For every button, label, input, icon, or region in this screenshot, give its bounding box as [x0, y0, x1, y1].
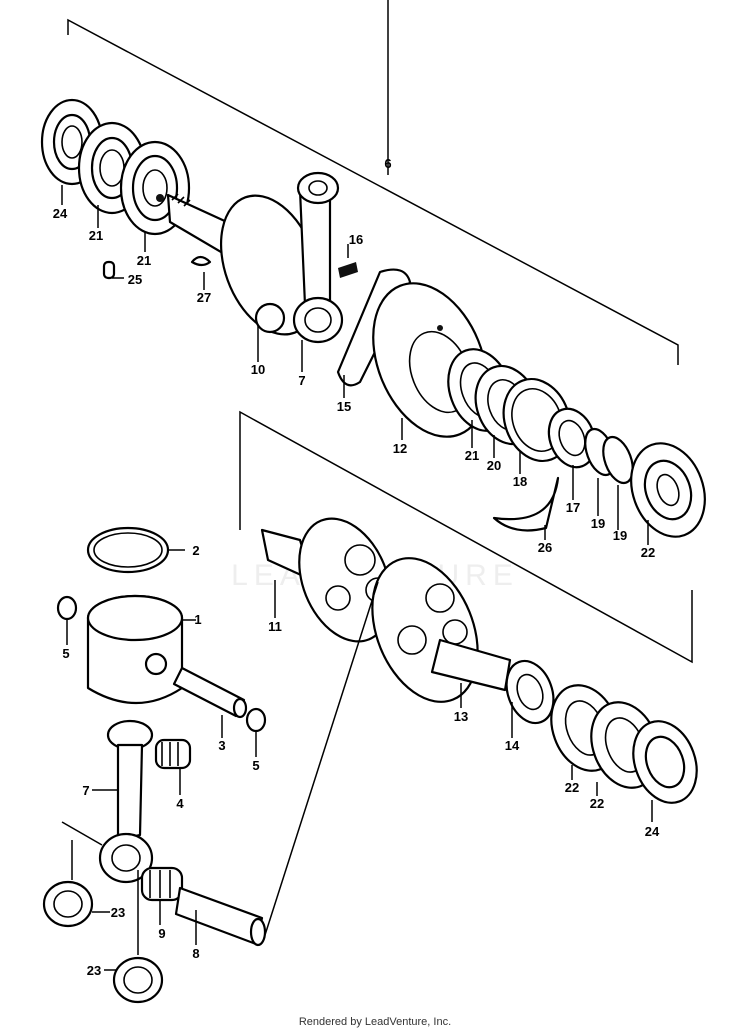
crank-wheel-13[interactable] [352, 542, 512, 717]
callout-labels: 24 21 21 25 27 10 7 16 15 6 12 21 20 18 … [53, 156, 660, 978]
washer-14[interactable] [498, 654, 561, 729]
callout-19-b[interactable]: 19 [613, 528, 627, 543]
callout-22-lower-b[interactable]: 22 [590, 796, 604, 811]
connecting-rod-7-lower[interactable] [98, 719, 154, 884]
pin-25[interactable] [102, 260, 116, 280]
half-ring-26[interactable] [492, 476, 560, 532]
callout-27[interactable]: 27 [197, 290, 211, 305]
callout-11[interactable]: 11 [268, 619, 282, 634]
piston-ring-2[interactable] [86, 526, 170, 574]
callout-4[interactable]: 4 [176, 796, 184, 811]
circlip-19-b[interactable] [598, 433, 639, 487]
bearing-22-upper[interactable] [619, 433, 718, 547]
callout-8[interactable]: 8 [192, 946, 199, 961]
crank-pin-8[interactable] [174, 886, 267, 947]
callout-15[interactable]: 15 [337, 399, 351, 414]
connecting-rod-7-upper[interactable] [292, 171, 344, 344]
callout-1[interactable]: 1 [194, 612, 201, 627]
callout-22-lower-a[interactable]: 22 [565, 780, 579, 795]
footer-credit: Rendered by LeadVenture, Inc. [298, 1016, 452, 1028]
callout-22-upper[interactable]: 22 [641, 545, 655, 560]
callout-21-b[interactable]: 21 [137, 253, 151, 268]
callout-24-upper[interactable]: 24 [53, 206, 68, 221]
crank-wheel-10[interactable] [203, 182, 337, 348]
callout-14[interactable]: 14 [505, 738, 520, 753]
circlip-5-left[interactable] [56, 595, 78, 621]
callout-23-lower[interactable]: 23 [87, 963, 101, 978]
callout-21-c[interactable]: 21 [465, 448, 479, 463]
callout-7-upper[interactable]: 7 [298, 373, 305, 388]
assembly-guide-lines [61, 581, 379, 955]
needle-bearing-4[interactable] [154, 738, 192, 770]
callout-18[interactable]: 18 [513, 474, 527, 489]
callout-25[interactable]: 25 [128, 272, 142, 287]
crank-shaft-11[interactable] [260, 505, 408, 655]
thrust-washer-23-upper[interactable] [42, 880, 94, 928]
callout-10[interactable]: 10 [251, 362, 265, 377]
piston-pin-3[interactable] [172, 666, 248, 719]
oil-seal-24-lower[interactable] [622, 712, 707, 811]
piston-1[interactable] [86, 594, 184, 704]
callout-7-lower[interactable]: 7 [82, 783, 89, 798]
callout-24-lower[interactable]: 24 [645, 824, 660, 839]
crank-pin-16[interactable] [338, 262, 358, 278]
callout-6[interactable]: 6 [384, 156, 391, 171]
callout-17[interactable]: 17 [566, 500, 580, 515]
callout-5-left[interactable]: 5 [62, 646, 69, 661]
callout-13[interactable]: 13 [454, 709, 468, 724]
callout-20[interactable]: 20 [487, 458, 501, 473]
woodruff-key-27[interactable] [190, 255, 212, 267]
callout-26[interactable]: 26 [538, 540, 552, 555]
callout-23-upper[interactable]: 23 [111, 905, 125, 920]
callout-5-right[interactable]: 5 [252, 758, 259, 773]
callout-21-a[interactable]: 21 [89, 228, 103, 243]
needle-bearing-9[interactable] [140, 866, 184, 902]
circlip-5-right[interactable] [245, 707, 267, 733]
assembly-bracket-lower [239, 410, 693, 664]
callout-leaders [61, 0, 653, 971]
callout-3[interactable]: 3 [218, 738, 225, 753]
callout-9[interactable]: 9 [158, 926, 165, 941]
callout-12[interactable]: 12 [393, 441, 407, 456]
callout-2[interactable]: 2 [192, 543, 199, 558]
assembly-bracket-6 [67, 18, 679, 365]
callout-19-a[interactable]: 19 [591, 516, 605, 531]
callout-16[interactable]: 16 [349, 232, 363, 247]
thrust-washer-23-lower[interactable] [112, 956, 164, 1004]
